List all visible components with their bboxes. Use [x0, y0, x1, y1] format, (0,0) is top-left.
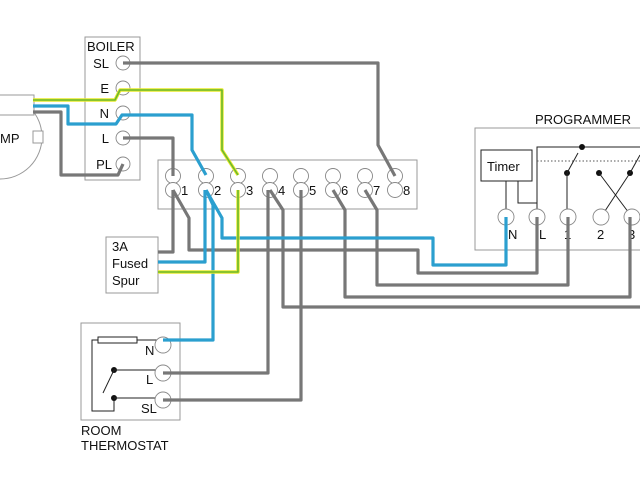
wire-5-to-stat-sl	[163, 190, 303, 402]
junction-terminal-top	[357, 168, 373, 184]
junction-terminal-bottom	[387, 182, 403, 198]
boiler-terminal-label: PL	[96, 157, 112, 172]
switch-blade-2	[629, 154, 640, 174]
switch-blade-1	[566, 152, 579, 174]
wire-boiler-l-to-1	[123, 136, 175, 176]
programmer-live-bus	[536, 146, 640, 217]
fused-spur-label: Spur	[112, 273, 140, 288]
junction-terminal-label: 6	[341, 183, 348, 198]
thermostat-title: ROOM	[81, 423, 121, 438]
boiler-terminal-label: E	[100, 81, 109, 96]
programmer-title: PROGRAMMER	[535, 112, 631, 127]
junction-terminal-label: 7	[373, 183, 380, 198]
wire-3-to-spur-earth-stripe	[158, 190, 239, 273]
wire-4-to-stat-l	[163, 190, 270, 375]
programmer-terminal-label: 3	[628, 227, 635, 242]
wire-neutral-to-2	[33, 104, 208, 176]
junction-terminal-top	[325, 168, 341, 184]
junction-box: 1 2 3 4 5 6 7 8	[157, 159, 418, 210]
junction-terminal-top	[230, 168, 246, 184]
wire-boiler-sl-to-8	[123, 61, 397, 177]
fused-spur-label: Fused	[112, 256, 148, 271]
junction-terminal-top	[262, 168, 278, 184]
pump-cable-block	[0, 94, 35, 116]
fused-spur: 3A Fused Spur	[105, 236, 159, 294]
wire-spur-l-to-1	[158, 190, 175, 254]
wire-4-to-right	[268, 189, 640, 309]
thermostat-terminal-label: L	[146, 372, 153, 387]
switch-cross-links	[598, 172, 633, 218]
switch-contact	[579, 144, 585, 150]
wire-1-to-prog-l	[171, 189, 539, 275]
junction-terminal-label: 1	[181, 183, 188, 198]
timer-l-link	[517, 181, 537, 204]
programmer-box	[474, 127, 640, 251]
programmer-terminal	[592, 208, 610, 226]
thermostat-terminal-label: SL	[141, 401, 157, 416]
boiler-terminal-label: L	[102, 131, 109, 146]
wire-pump-live	[33, 110, 125, 177]
wire-6-to-prog-3	[331, 189, 632, 299]
junction-terminal-label: 3	[246, 183, 253, 198]
programmer-terminal	[623, 208, 640, 226]
boiler-box	[84, 36, 141, 181]
fused-spur-box	[105, 236, 159, 294]
boiler-title: BOILER	[87, 39, 135, 54]
programmer-terminal-label: N	[508, 227, 517, 242]
junction-terminal-label: 5	[309, 183, 316, 198]
programmer-terminal-label: 2	[597, 227, 604, 242]
room-thermostat: N L SL ROOM THERMOSTAT	[80, 322, 181, 453]
pump-outlet	[32, 130, 44, 144]
boiler-terminal-n	[115, 105, 131, 121]
thermostat-terminal-label: N	[145, 343, 154, 358]
junction-terminal-label: 8	[403, 183, 410, 198]
thermostat-title: THERMOSTAT	[81, 438, 169, 453]
junction-terminal-top	[293, 168, 309, 184]
wire-spur-n-to-2	[158, 190, 207, 264]
fused-spur-label: 3A	[112, 239, 128, 254]
boiler: BOILER SL E N L PL	[84, 36, 141, 181]
wire-7-to-prog-1	[363, 189, 570, 287]
boiler-terminal-label: SL	[93, 56, 109, 71]
junction-terminal-label: 2	[214, 183, 221, 198]
boiler-terminal-label: N	[100, 106, 109, 121]
wire-2-to-prog-n	[204, 189, 508, 267]
pump-label: MP	[0, 131, 20, 146]
programmer-terminal-label: L	[539, 227, 546, 242]
thermostat-heater-resistor	[97, 336, 138, 344]
wire-earth-to-3-stripe	[33, 89, 239, 176]
wires	[33, 61, 640, 402]
timer-label: Timer	[487, 159, 520, 174]
junction-terminal-top	[198, 168, 214, 184]
pump: MP	[0, 94, 44, 180]
junction-terminal-label: 4	[278, 183, 285, 198]
